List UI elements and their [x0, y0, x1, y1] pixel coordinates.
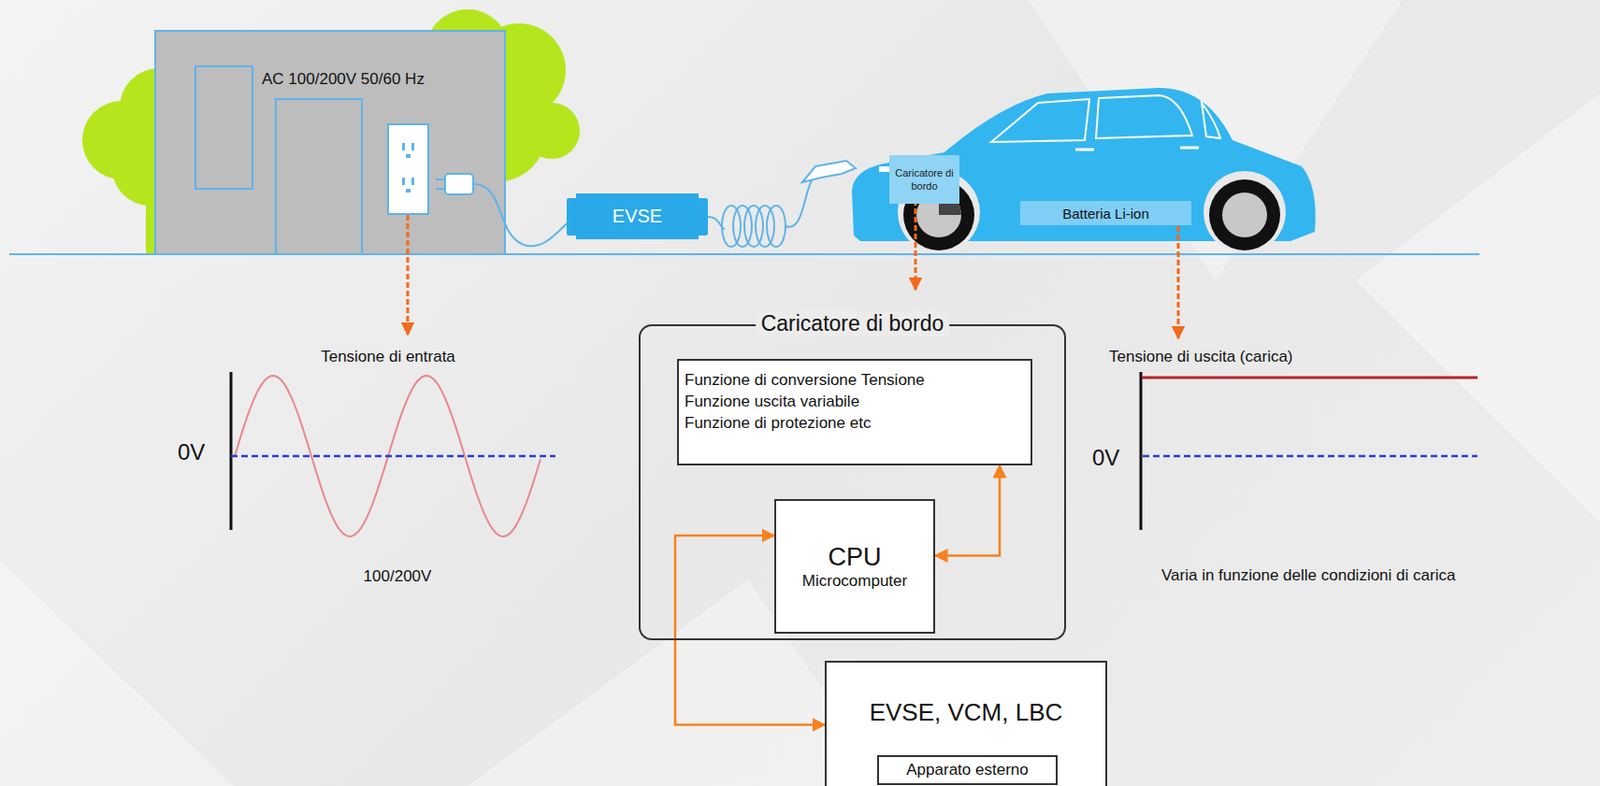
coiled-cable: [707, 177, 814, 247]
node-text: Funzione di protezione etc: [684, 413, 1025, 435]
chart-label: AC 100/200V 50/60 Hz: [261, 70, 425, 89]
output-chart: [1140, 372, 1478, 531]
function-box: Funzione di conversione TensioneFunzione…: [677, 359, 1033, 466]
node-text: Funzione di conversione Tensione: [684, 370, 1025, 392]
ground-line: [9, 253, 1480, 256]
chart-label: Tensione di entrata: [320, 347, 456, 367]
evse-box: EVSE: [576, 193, 699, 240]
node-text: EVSE: [612, 205, 663, 228]
node-text: Batteria Li-ion: [1062, 205, 1150, 222]
chart-label: 100/200V: [363, 567, 433, 587]
leader-arrows: [407, 200, 1179, 339]
charger-housing: Caricatore di bordoFunzione di conversio…: [638, 324, 1067, 641]
cable: [473, 184, 577, 246]
chart-label: 0V: [1092, 445, 1120, 472]
connector: [935, 465, 1000, 557]
chart-label: 0V: [177, 439, 205, 466]
node-text: EVSE, VCM, LBC: [826, 698, 1106, 728]
chart-label: Tensione di uscita (carica): [1109, 347, 1294, 367]
node-text: Microcomputer: [802, 572, 908, 591]
external-box: EVSE, VCM, LBC Apparato esterno: [824, 661, 1108, 786]
node-text: Caricatore di bordo: [891, 166, 958, 194]
charger-tag: Caricatore di bordo: [889, 155, 960, 204]
external-tag: Apparato esterno: [877, 755, 1058, 786]
car: [851, 87, 1316, 254]
node-text: Caricatore di bordo: [755, 311, 951, 337]
chart-label: Varia in funzione delle condizioni di ca…: [1161, 566, 1456, 586]
node-text: CPU: [827, 543, 881, 573]
node-text: Apparato esterno: [906, 761, 1028, 780]
input-chart: [230, 372, 556, 537]
house: [155, 30, 505, 255]
charge-connector: [802, 160, 856, 183]
battery-tag: Batteria Li-ion: [1020, 201, 1192, 226]
node-text: Funzione uscita variabile: [684, 391, 1025, 414]
cpu-box: CPUMicrocomputer: [774, 499, 936, 635]
tree: [82, 9, 580, 255]
